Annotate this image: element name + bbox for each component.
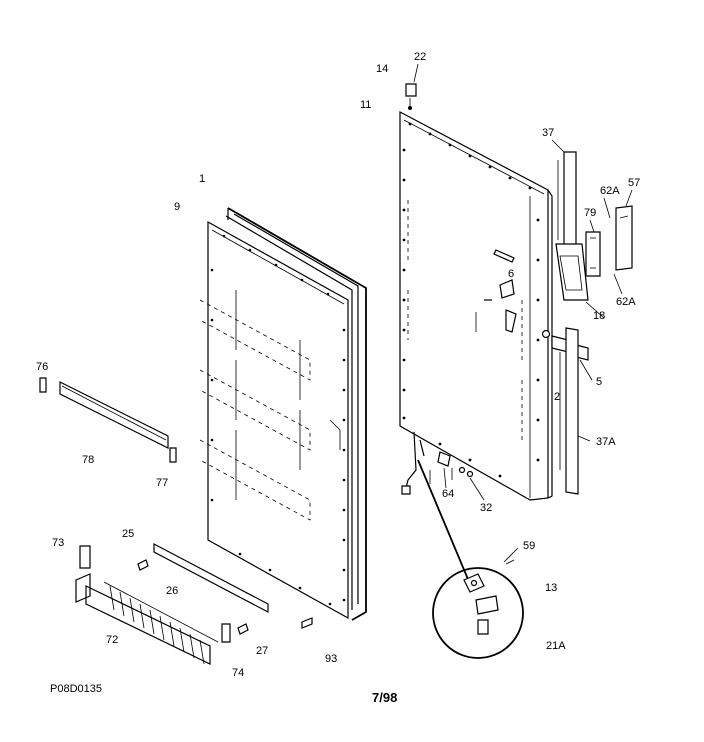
callout-93: 93 xyxy=(325,653,337,665)
trim-37a xyxy=(559,327,579,495)
callout-6: 6 xyxy=(508,268,514,280)
door-liner-assembly xyxy=(199,207,367,621)
hinge-pin-5 xyxy=(541,329,589,361)
callout-1: 1 xyxy=(199,173,205,185)
shelf-bar-78 xyxy=(39,377,177,463)
handle-cap-57 xyxy=(615,205,633,271)
callout-25: 25 xyxy=(122,528,134,540)
callout-37: 37 xyxy=(542,127,554,139)
callout-72: 72 xyxy=(106,634,118,646)
handle-18 xyxy=(555,231,601,301)
revision-date: 7/98 xyxy=(372,690,397,705)
callout-5: 5 xyxy=(596,376,602,388)
detail-leader xyxy=(417,459,471,585)
part-code: P08D0135 xyxy=(50,683,102,695)
callout-32: 32 xyxy=(480,502,492,514)
callout-9: 9 xyxy=(174,201,180,213)
callout-21a: 21A xyxy=(546,640,566,652)
callout-64: 64 xyxy=(442,488,454,500)
trim-37 xyxy=(557,151,577,257)
door-shelf-26 xyxy=(153,543,269,613)
callout-14: 14 xyxy=(376,63,388,75)
callout-78: 78 xyxy=(82,454,94,466)
callout-37a: 37A xyxy=(596,436,616,448)
basket-72 xyxy=(75,545,231,665)
wire-assembly xyxy=(401,431,474,495)
callout-26: 26 xyxy=(166,585,178,597)
callout-62a-bottom: 62A xyxy=(616,296,636,308)
callout-62a-top: 62A xyxy=(600,185,620,197)
callout-77: 77 xyxy=(156,477,168,489)
callout-22: 22 xyxy=(414,51,426,63)
callout-74: 74 xyxy=(232,667,244,679)
callout-59: 59 xyxy=(523,540,535,552)
callout-leaders xyxy=(413,63,633,563)
plug-22 xyxy=(405,83,417,110)
callout-13: 13 xyxy=(545,582,557,594)
callout-57: 57 xyxy=(628,177,640,189)
callout-27: 27 xyxy=(256,645,268,657)
outer-door-panel xyxy=(399,111,553,501)
callout-76: 76 xyxy=(36,361,48,373)
callout-79: 79 xyxy=(584,207,596,219)
detail-circle xyxy=(432,559,524,659)
callout-73: 73 xyxy=(52,537,64,549)
callout-18: 18 xyxy=(593,310,605,322)
callout-11: 11 xyxy=(360,99,371,111)
screws xyxy=(137,559,313,635)
callout-2: 2 xyxy=(554,391,560,403)
